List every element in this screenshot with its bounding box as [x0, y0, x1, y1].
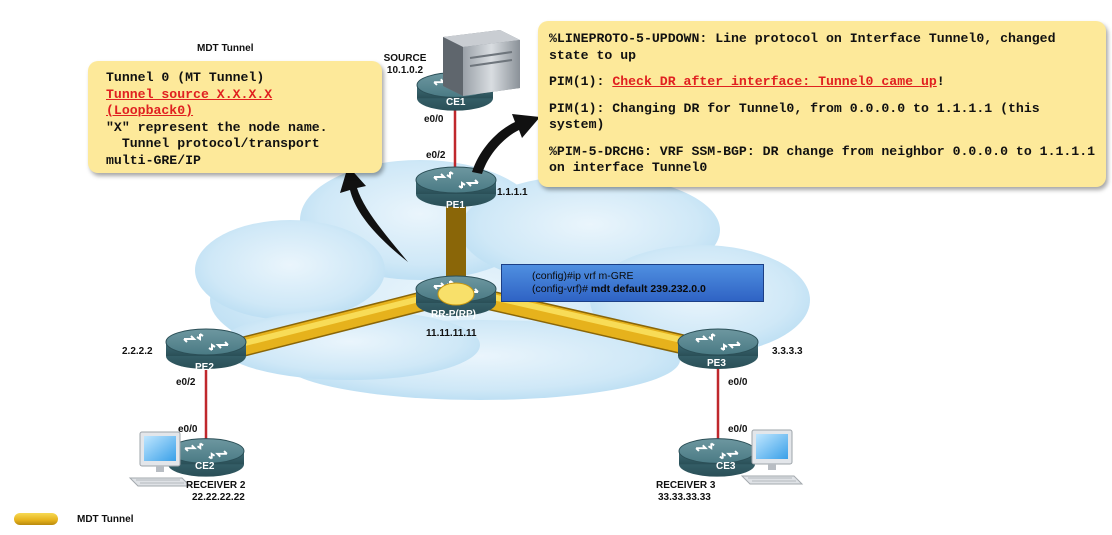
receiver3-ip: 33.33.33.33	[658, 492, 711, 503]
ce1-label: CE1	[446, 97, 466, 108]
log-msg-2-suffix: !	[936, 74, 945, 89]
tunnel-line-3: (Loopback0)	[106, 103, 194, 118]
log-callout: %LINEPROTO-5-UPDOWN: Line protocol on In…	[538, 21, 1106, 187]
log-msg-2-prefix: PIM(1):	[549, 74, 613, 89]
config-line-2-prefix: (config-vrf)#	[532, 283, 589, 295]
tunnel-line-5: Tunnel protocol/transport	[106, 136, 320, 151]
ce2-label: CE2	[195, 461, 215, 472]
log-msg-4: %PIM-5-DRCHG: VRF SSM-BGP: DR change fro…	[549, 143, 1096, 176]
pe3-ip: 3.3.3.3	[772, 346, 803, 357]
tunnel-line-4: "X" represent the node name.	[106, 119, 328, 135]
source-server-icon	[443, 30, 520, 96]
log-msg-1: %LINEPROTO-5-UPDOWN: Line protocol on In…	[549, 31, 1056, 63]
receiver3-title: RECEIVER 3	[656, 480, 716, 491]
config-line-2: (config-vrf)# mdt default 239.232.0.0	[532, 283, 763, 296]
pe3-iface: e0/0	[728, 377, 748, 388]
rr-label: RR-P(RP)	[431, 309, 476, 320]
pe2-iface: e0/2	[176, 377, 196, 388]
pe1-label: PE1	[446, 200, 465, 211]
pe3-label: PE3	[707, 358, 726, 369]
source-ip: 10.1.0.2	[386, 65, 424, 76]
rr-ip: 11.11.11.11	[426, 328, 477, 339]
tunnel-line-1: Tunnel 0 (MT Tunnel)	[106, 70, 265, 85]
log-msg-2: PIM(1): Check DR after interface: Tunnel…	[549, 74, 1098, 91]
tunnel-line-2: Tunnel source X.X.X.X	[106, 86, 273, 102]
pe2-ip: 2.2.2.2	[122, 346, 153, 357]
tunnel-line-6: multi-GRE/IP	[106, 152, 201, 168]
tunnel-callout: Tunnel 0 (MT Tunnel) Tunnel source X.X.X…	[88, 61, 382, 173]
config-line-2-cmd: mdt default 239.232.0.0	[588, 283, 706, 295]
config-box: (config)#ip vrf m-GRE (config-vrf)# mdt …	[501, 264, 764, 302]
ce3-label: CE3	[716, 461, 736, 472]
receiver2-title: RECEIVER 2	[186, 480, 246, 491]
legend-mdt-swatch	[14, 513, 58, 525]
ce1-iface: e0/0	[424, 114, 444, 125]
pe1-iface: e0/2	[426, 150, 446, 161]
legend-mdt-label: MDT Tunnel	[77, 514, 134, 525]
config-line-1: (config)#ip vrf m-GRE	[532, 270, 634, 282]
network-cloud	[195, 160, 810, 400]
pe2-label: PE2	[195, 362, 214, 373]
log-msg-3: PIM(1): Changing DR for Tunnel0, from 0.…	[549, 100, 1040, 133]
log-msg-2-highlight: Check DR after interface: Tunnel0 came u…	[612, 74, 937, 89]
ce2-iface: e0/0	[178, 424, 198, 435]
pe1-ip: 1.1.1.1	[497, 187, 528, 198]
ce3-iface: e0/0	[728, 424, 748, 435]
arrow-to-left-callout	[340, 166, 408, 262]
arrow-to-right-callout	[472, 114, 540, 174]
tunnel-hub	[437, 282, 475, 306]
source-title: SOURCE	[383, 53, 427, 64]
receiver2-ip: 22.22.22.22	[192, 492, 245, 503]
mdt-tunnel-heading: MDT Tunnel	[197, 43, 254, 54]
